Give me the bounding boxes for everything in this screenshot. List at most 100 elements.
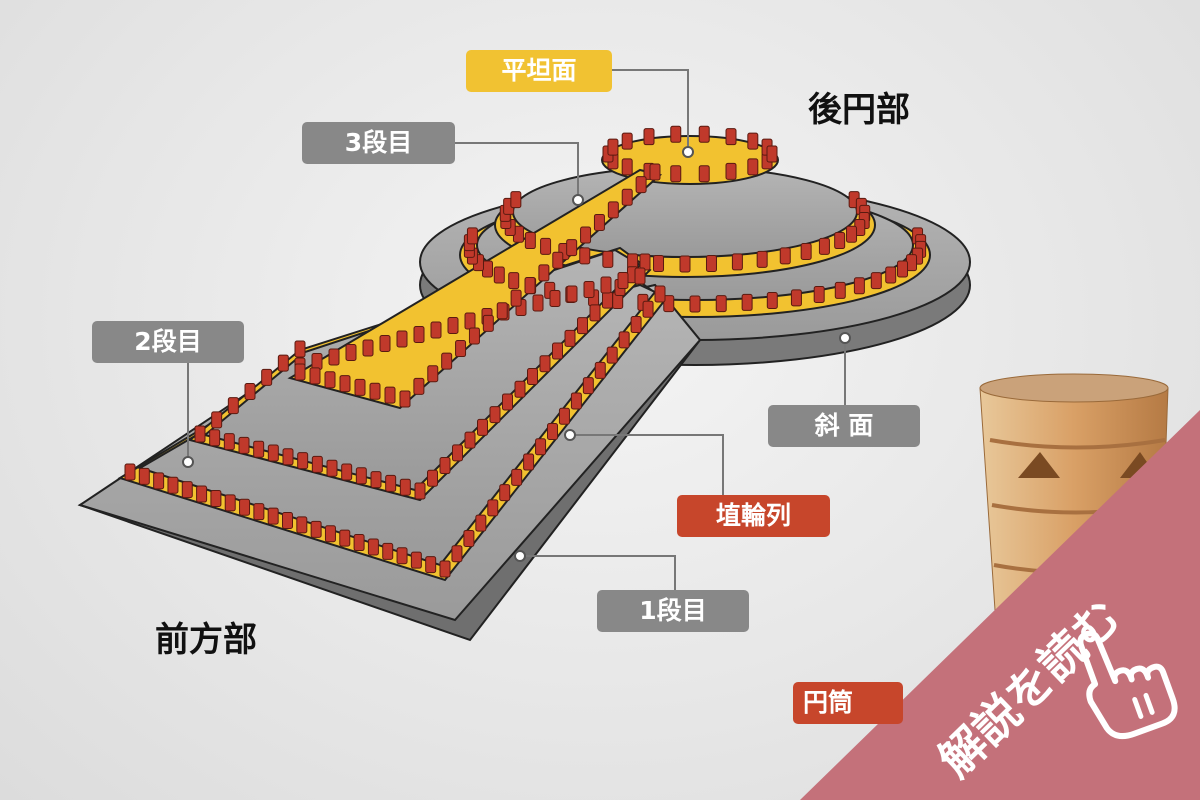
pointing-hand-icon[interactable]: [1069, 614, 1180, 744]
haniwa-cylinder: [382, 542, 394, 560]
haniwa-cylinder: [353, 534, 365, 552]
haniwa-cylinder: [309, 367, 321, 385]
label-slope: 斜 面: [768, 405, 920, 447]
haniwa-cylinder: [466, 227, 478, 245]
dot-tier1: [514, 550, 526, 562]
label-tier1: 1段目: [597, 590, 749, 632]
haniwa-cylinder: [370, 471, 382, 489]
haniwa-cylinder: [566, 285, 578, 303]
haniwa-cylinder: [475, 514, 487, 532]
leader-haniwa-row: [570, 434, 724, 495]
haniwa-cylinder: [654, 285, 666, 303]
haniwa-cylinder: [602, 291, 613, 309]
haniwa-cylinder: [579, 247, 591, 265]
haniwa-cylinder: [326, 459, 338, 477]
leader-lines: [187, 69, 846, 590]
haniwa-cylinder: [583, 281, 595, 298]
haniwa-cylinder: [277, 354, 289, 372]
haniwa-cylinder: [181, 481, 193, 499]
haniwa-cylinder: [464, 431, 476, 449]
dot-tier3: [572, 194, 584, 206]
haniwa-cylinder: [425, 556, 437, 574]
label-cylinder-haniwa: 円筒: [793, 682, 903, 724]
haniwa-cylinder: [455, 340, 467, 358]
haniwa-cylinder: [621, 132, 633, 150]
haniwa-cylinder: [223, 433, 235, 451]
haniwa-cylinder: [535, 438, 547, 456]
haniwa-cylinder: [818, 237, 830, 255]
haniwa-cylinder: [261, 368, 273, 386]
dot-haniwa-row: [564, 429, 576, 441]
haniwa-rows: [124, 125, 927, 578]
haniwa-cylinder: [482, 314, 494, 332]
dot-flat-surface: [682, 146, 694, 158]
haniwa-cylinder: [779, 247, 791, 265]
haniwa-cylinder: [897, 260, 909, 278]
haniwa-cylinder: [211, 411, 223, 429]
haniwa-cylinder: [523, 453, 535, 471]
haniwa-cylinder: [698, 165, 710, 183]
haniwa-cylinder: [339, 529, 351, 547]
haniwa-cylinder: [451, 545, 463, 563]
haniwa-cylinder: [282, 512, 293, 529]
leader-tier3: [455, 142, 579, 200]
haniwa-cylinder: [210, 489, 222, 507]
leader-dots: [182, 146, 851, 562]
haniwa-cylinder: [294, 340, 306, 358]
haniwa-cylinder: [846, 225, 858, 243]
haniwa-cylinder: [766, 145, 778, 163]
label-tier2: 2段目: [92, 321, 244, 363]
haniwa-cylinder: [508, 272, 520, 290]
haniwa-cylinder: [464, 312, 476, 330]
haniwa-cylinder: [566, 239, 578, 257]
haniwa-cylinder: [502, 393, 513, 411]
haniwa-cylinder: [396, 547, 408, 565]
haniwa-cylinder: [441, 352, 453, 370]
haniwa-cylinder: [452, 444, 463, 462]
haniwa-cylinder: [756, 250, 768, 268]
haniwa-cylinder: [410, 551, 422, 569]
haniwa-cylinder: [741, 293, 753, 311]
haniwa-cylinder: [642, 300, 654, 318]
haniwa-cylinder: [430, 321, 442, 339]
haniwa-cylinder: [253, 503, 265, 521]
haniwa-cylinder: [510, 191, 522, 209]
haniwa-cylinder: [552, 342, 563, 360]
haniwa-cylinder: [463, 529, 475, 547]
haniwa-cylinder: [324, 525, 336, 543]
haniwa-cylinder: [413, 377, 425, 395]
haniwa-cylinder: [538, 264, 550, 282]
label-flat-surface: 平坦面: [466, 50, 612, 92]
haniwa-cylinder: [439, 560, 451, 578]
haniwa-cylinder: [138, 467, 150, 485]
haniwa-cylinder: [362, 339, 374, 357]
haniwa-cylinder: [524, 277, 536, 294]
haniwa-cylinder: [396, 330, 408, 348]
haniwa-cylinder: [153, 472, 165, 490]
haniwa-cylinder: [355, 467, 367, 485]
section-rear-circular: 後円部: [808, 90, 910, 130]
haniwa-cylinder: [510, 289, 522, 307]
haniwa-cylinder: [238, 436, 250, 454]
haniwa-cylinder: [663, 295, 675, 313]
haniwa-cylinder: [602, 250, 614, 268]
haniwa-cylinder: [570, 392, 582, 410]
haniwa-cylinder: [539, 355, 551, 373]
haniwa-cylinder: [635, 176, 647, 194]
haniwa-cylinder: [790, 289, 802, 307]
haniwa-cylinder: [800, 242, 812, 260]
haniwa-cylinder: [487, 499, 499, 517]
haniwa-cylinder: [606, 346, 618, 364]
haniwa-cylinder: [414, 482, 426, 500]
haniwa-cylinder: [705, 254, 717, 272]
haniwa-cylinder: [385, 474, 397, 492]
haniwa-rim: [979, 373, 1169, 403]
haniwa-cylinder: [731, 253, 743, 271]
hand-outline: [1077, 630, 1178, 740]
haniwa-cylinder: [813, 285, 825, 303]
haniwa-cylinder: [621, 188, 633, 206]
haniwa-cylinder: [607, 138, 619, 156]
haniwa-cylinder: [552, 251, 564, 269]
haniwa-cylinder: [399, 390, 411, 408]
